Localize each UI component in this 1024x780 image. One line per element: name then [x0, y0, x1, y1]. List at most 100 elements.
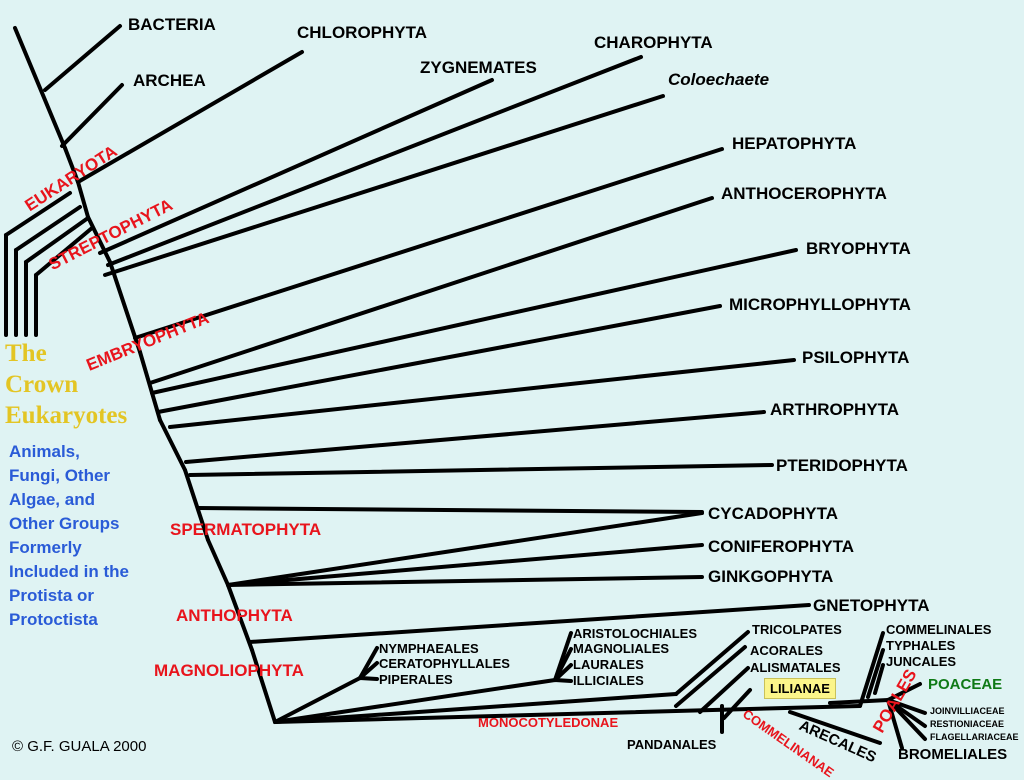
tree-branch [60, 83, 124, 148]
tree-branch [106, 55, 643, 267]
tree-branch [13, 26, 67, 150]
side-note-line: Included in the [9, 562, 129, 581]
label-joinvilliaceae: JOINVILLIACEAE [930, 706, 1005, 716]
copyright-credit: © G.F. GUALA 2000 [12, 738, 147, 755]
label-cycadophyta: CYCADOPHYTA [708, 504, 839, 523]
tree-branch [886, 698, 904, 750]
crown-eukaryotes-title: The Crown Eukaryotes [5, 338, 127, 431]
label-alismatales: ALISMATALES [750, 660, 841, 675]
label-coloechaete: Coloechaete [668, 70, 770, 89]
clade-monocotyledonae: MONOCOTYLEDONAE [478, 715, 619, 730]
label-commelinales: COMMELINALES [886, 622, 992, 637]
tree-branch [43, 24, 122, 92]
tree-branch [158, 418, 187, 472]
tree-branch [866, 648, 885, 699]
label-arthrophyta: ARTHROPHYTA [770, 400, 900, 419]
tree-branch [76, 180, 90, 219]
tree-branch [553, 678, 573, 683]
crown-line-2: Crown [5, 371, 79, 398]
side-note-line: Algae, and [9, 490, 95, 509]
label-acorales: ACORALES [750, 643, 823, 658]
label-ginkgophyta: GINKGOPHYTA [708, 567, 834, 586]
tree-branch [886, 682, 922, 702]
label-coniferophyta: CONIFEROPHYTA [708, 537, 855, 556]
tree-branch [226, 583, 254, 652]
tree-branch [886, 698, 927, 741]
tree-branch [98, 78, 494, 255]
crown-line-1: The [5, 340, 47, 367]
tree-branch [828, 698, 890, 705]
tree-branch [226, 575, 704, 587]
clade-anthophyta: ANTHOPHYTA [176, 606, 293, 625]
label-microphyllophyta: MICROPHYLLOPHYTA [729, 295, 911, 314]
tree-branch [273, 676, 362, 724]
tree-branch [553, 663, 573, 682]
label-hepatophyta: HEPATOPHYTA [732, 134, 857, 153]
tree-branch [788, 710, 882, 745]
tree-branch [183, 468, 210, 542]
tree-branch [196, 506, 704, 514]
tree-branch [858, 631, 885, 708]
tree-branch [722, 688, 752, 720]
label-restioniaceae: RESTIONIACEAE [930, 719, 1005, 729]
side-note-line: Animals, [9, 442, 80, 461]
tree-branch [63, 146, 80, 184]
tree-branch [226, 511, 704, 587]
tree-branch [674, 630, 750, 696]
label-pteridophyta: PTERIDOPHYTA [776, 456, 908, 475]
tree-branch [188, 463, 774, 477]
tree-branch [873, 663, 885, 695]
tree-branch [273, 678, 557, 724]
side-note: Animals, Fungi, Other Algae, and Other G… [9, 440, 129, 632]
tree-branch [138, 350, 162, 422]
label-laurales: LAURALES [573, 657, 644, 672]
clade-spermatophyta: SPERMATOPHYTA [170, 520, 322, 539]
tree-branch [14, 205, 82, 252]
label-psilophyta: PSILOPHYTA [802, 348, 910, 367]
side-note-line: Formerly [9, 538, 82, 557]
label-pandanales: PANDANALES [627, 737, 717, 752]
side-note-line: Other Groups [9, 514, 120, 533]
tree-branch [76, 50, 304, 184]
tree-branch [133, 147, 724, 340]
label-illiciales: ILLICIALES [573, 673, 644, 688]
tree-branch [273, 692, 678, 724]
clade-lilianae: LILIANAE [764, 678, 836, 699]
label-nymphaeales: NYMPHAEALES [379, 641, 479, 656]
label-tricolpates: TRICOLPATES [752, 622, 842, 637]
label-typhales: TYPHALES [886, 638, 956, 653]
side-note-line: Protista or [9, 586, 95, 605]
tree-branch [168, 358, 796, 429]
tree-branch [250, 648, 277, 724]
tree-branch [358, 676, 379, 681]
label-magnoliales: MAGNOLIALES [573, 641, 670, 656]
tree-branch [34, 226, 94, 277]
side-note-line: Fungi, Other [9, 466, 111, 485]
tree-branch [86, 215, 112, 264]
label-bryophyta: BRYOPHYTA [806, 239, 911, 258]
crown-line-3: Eukaryotes [5, 402, 128, 429]
label-charophyta: CHAROPHYTA [594, 33, 713, 52]
tree-branch [248, 603, 811, 644]
label-bacteria: BACTERIA [128, 15, 216, 34]
tree-branch [358, 661, 379, 680]
label-piperales: PIPERALES [379, 672, 453, 687]
tree-branch [156, 304, 722, 414]
label-aristolochiales: ARISTOLOCHIALES [573, 626, 697, 641]
label-flagellariaceae: FLAGELLARIACEAE [930, 732, 1019, 742]
label-ceratophyllales: CERATOPHYLLALES [379, 656, 510, 671]
label-archea: ARCHEA [133, 71, 206, 90]
tree-branch [674, 645, 747, 708]
label-juncales: JUNCALES [886, 654, 957, 669]
tree-branch [150, 248, 798, 395]
label-bromeliales: BROMELIALES [898, 746, 1008, 763]
tree-branch [24, 216, 90, 264]
label-chlorophyta: CHLOROPHYTA [297, 23, 428, 42]
tree-branch [148, 196, 714, 385]
tree-branch [4, 191, 72, 237]
tree-branch [698, 666, 750, 714]
side-note-line: Protoctista [9, 610, 98, 629]
tree-branch [226, 543, 704, 587]
